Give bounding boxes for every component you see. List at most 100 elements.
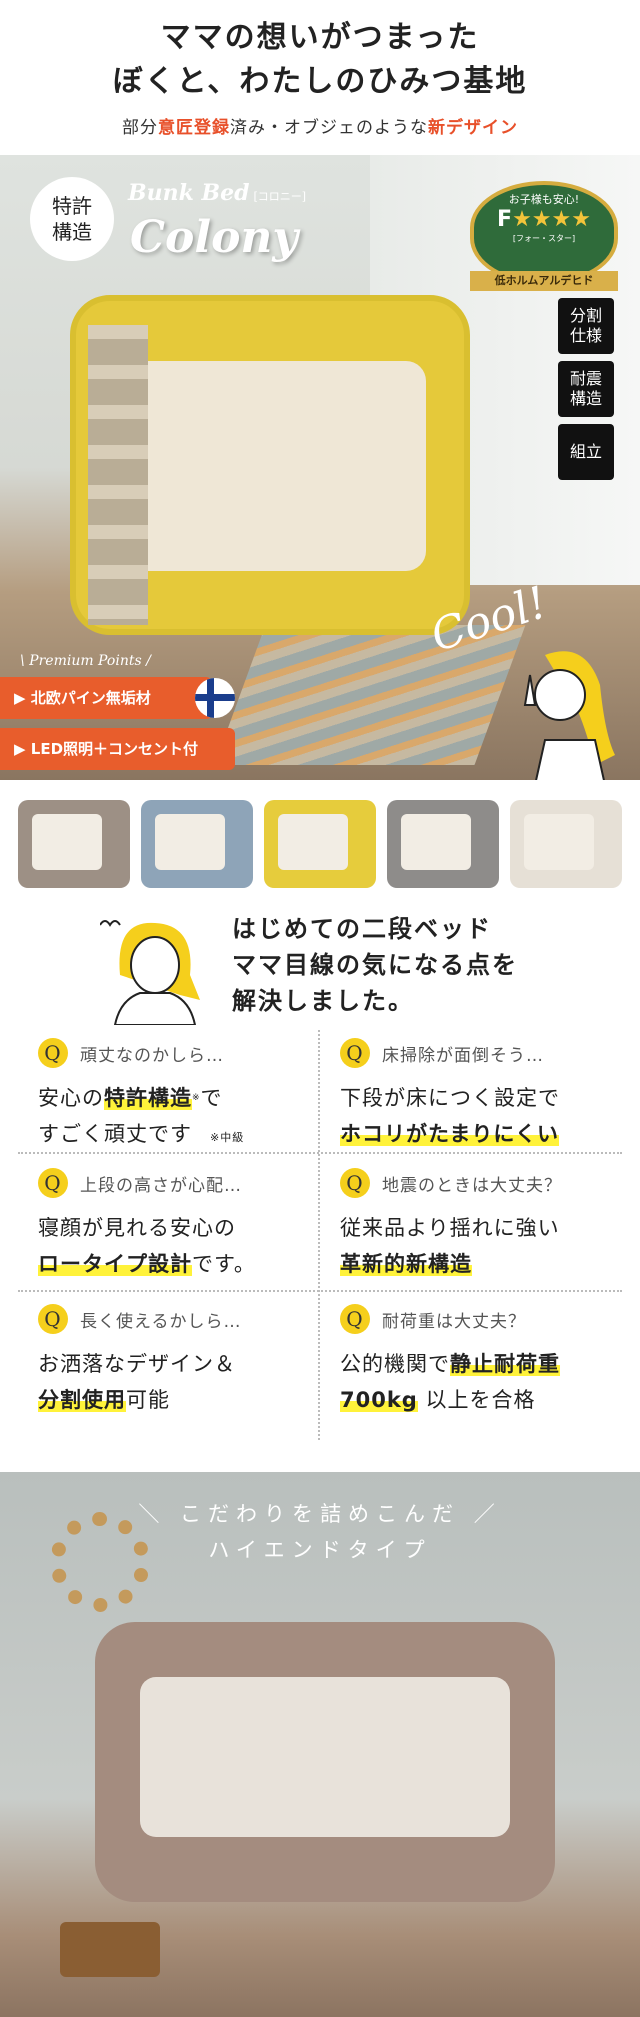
- point-led: ▶ LED照明＋コンセント付: [0, 728, 235, 770]
- feature-tags: 分割仕様 耐震構造 組立: [558, 298, 614, 487]
- divider: [318, 1030, 320, 1440]
- star-icons: ★★★★: [512, 207, 591, 232]
- question: 頑丈なのかしら…: [80, 1045, 224, 1066]
- answer-highlight: 特許構造: [104, 1086, 192, 1110]
- mama-l3: 解決しました。: [232, 987, 414, 1015]
- logo-kana: [コロニー]: [253, 190, 307, 203]
- mama-section: はじめての二段ベッドママ目線の気になる点を解決しました。: [0, 905, 640, 1030]
- footnote-mark: ※: [192, 1093, 201, 1103]
- question: 地震のときは大丈夫？: [382, 1175, 562, 1196]
- qa-height: Q 上段の高さが心配… 寝顔が見れる安心のロータイプ設計です。: [18, 1168, 318, 1282]
- logo-main: Colony: [130, 212, 298, 263]
- answer-text: 下段が床につく設定で: [340, 1086, 560, 1110]
- badge-ribbon: 低ホルムアルデヒド: [470, 271, 618, 291]
- answer-text: 以上を合格: [417, 1388, 536, 1412]
- color-variations: [18, 800, 622, 888]
- tag-assembly: 組立: [558, 424, 614, 480]
- sub-highlight: 意匠登録: [158, 118, 230, 138]
- qa-longevity: Q 長く使えるかしら… お洒落なデザイン＆ 分割使用可能: [18, 1304, 318, 1418]
- question: 上段の高さが心配…: [80, 1175, 242, 1196]
- answer-text: です。: [192, 1252, 256, 1276]
- answer-highlight: 静止耐荷重: [450, 1352, 560, 1376]
- q-icon: Q: [38, 1168, 68, 1198]
- answer-highlight: 革新的新構造: [340, 1252, 472, 1276]
- answer-highlight: ロータイプ設計: [38, 1252, 192, 1276]
- sub-text: 済み・オブジェのような: [230, 118, 428, 138]
- color-blue[interactable]: [141, 800, 253, 888]
- answer-text: すごく頑丈です: [38, 1122, 192, 1146]
- slash-right: ／: [473, 1502, 502, 1526]
- answer-text: 従来品より揺れに強い: [340, 1216, 560, 1240]
- ladder-image: [88, 325, 148, 625]
- answer: 寝顔が見れる安心のロータイプ設計です。: [38, 1210, 318, 1282]
- answer-text: 可能: [126, 1388, 170, 1412]
- color-white[interactable]: [510, 800, 622, 888]
- q-icon: Q: [340, 1038, 370, 1068]
- qa-sturdy: Q 頑丈なのかしら… 安心の特許構造※ですごく頑丈です ※中級: [18, 1038, 318, 1156]
- question: 長く使えるかしら…: [80, 1311, 242, 1332]
- answer-text: 寝顔が見れる安心の: [38, 1216, 236, 1240]
- answer: お洒落なデザイン＆ 分割使用可能: [38, 1346, 318, 1418]
- answer-text: 公的機関で: [340, 1352, 450, 1376]
- worried-mom-illustration-icon: [100, 920, 200, 1025]
- color-gray[interactable]: [387, 800, 499, 888]
- qa-load: Q 耐荷重は大丈夫？ 公的機関で静止耐荷重 700kg 以上を合格: [320, 1304, 620, 1418]
- woman-illustration-icon: [523, 651, 615, 780]
- header: ママの想いがつまったぼくと、わたしのひみつ基地 部分意匠登録済み・オブジェのよう…: [0, 0, 640, 155]
- f-four-star-badge: お子様も安心! F★★★★ [フォー・スター] 低ホルムアルデヒド: [470, 181, 618, 291]
- logo-small-text: Bunk Bed: [128, 180, 250, 206]
- slash-left: ＼: [138, 1502, 167, 1526]
- sub-text: 部分: [122, 118, 158, 138]
- hero-image: 特許構造 Bunk Bed[コロニー] Colony お子様も安心! F★★★★…: [0, 155, 640, 780]
- q-icon: Q: [38, 1304, 68, 1334]
- qa-earthquake: Q 地震のときは大丈夫？ 従来品より揺れに強い革新的新構造: [320, 1168, 620, 1282]
- qa-cleaning: Q 床掃除が面倒そう… 下段が床につく設定でホコリがたまりにくい: [320, 1038, 620, 1152]
- question: 床掃除が面倒そう…: [382, 1045, 544, 1066]
- answer-text: 安心の: [38, 1086, 104, 1110]
- answer: 安心の特許構造※ですごく頑丈です ※中級: [38, 1080, 318, 1156]
- bunk-bed-greige-image: [95, 1622, 555, 1902]
- mama-heading: はじめての二段ベッドママ目線の気になる点を解決しました。: [232, 911, 518, 1019]
- color-greige[interactable]: [18, 800, 130, 888]
- highend-image: ＼ こだわりを詰めこんだ ／ ハイエンドタイプ: [0, 1472, 640, 2017]
- headline-line2: ぼくと、わたしのひみつ基地: [112, 64, 528, 99]
- mama-l2: ママ目線の気になる点を: [232, 951, 518, 979]
- answer: 従来品より揺れに強い革新的新構造: [340, 1210, 620, 1282]
- answer-highlight: 分割使用: [38, 1388, 126, 1412]
- color-yellow[interactable]: [264, 800, 376, 888]
- answer: 下段が床につく設定でホコリがたまりにくい: [340, 1080, 620, 1152]
- sub-highlight: 新デザイン: [428, 118, 518, 138]
- qa-grid: Q 頑丈なのかしら… 安心の特許構造※ですごく頑丈です ※中級 Q 床掃除が面倒そう……: [18, 1030, 622, 1440]
- answer-text: お洒落なデザイン＆: [38, 1352, 236, 1376]
- mama-l1: はじめての二段ベッド: [232, 915, 492, 943]
- patent-l2: 構造: [52, 220, 92, 244]
- question: 耐荷重は大丈夫？: [382, 1311, 526, 1332]
- highend-l2: ハイエンドタイプ: [208, 1538, 432, 1562]
- highend-title: ＼ こだわりを詰めこんだ ／ ハイエンドタイプ: [0, 1496, 640, 1568]
- badge-grade: F: [497, 207, 513, 232]
- finland-flag-icon: [195, 678, 235, 718]
- divider: [18, 1290, 622, 1292]
- q-icon: Q: [340, 1304, 370, 1334]
- answer-highlight: 700kg: [340, 1388, 418, 1412]
- badge-top: お子様も安心!: [508, 193, 580, 206]
- answer: 公的機関で静止耐荷重 700kg 以上を合格: [340, 1346, 620, 1418]
- tag-quake: 耐震構造: [558, 361, 614, 417]
- divider: [18, 1152, 622, 1154]
- logo-small: Bunk Bed[コロニー]: [128, 179, 306, 211]
- highend-l1: こだわりを詰めこんだ: [180, 1502, 460, 1526]
- answer-highlight: ホコリがたまりにくい: [340, 1122, 559, 1146]
- subheadline: 部分意匠登録済み・オブジェのような新デザイン: [0, 116, 640, 140]
- headline: ママの想いがつまったぼくと、わたしのひみつ基地: [0, 16, 640, 104]
- q-icon: Q: [38, 1038, 68, 1068]
- footnote: ※中級: [210, 1131, 245, 1144]
- headline-line1: ママの想いがつまった: [160, 20, 480, 55]
- patent-l1: 特許: [52, 194, 92, 218]
- badge-reading: [フォー・スター]: [512, 234, 576, 243]
- q-icon: Q: [340, 1168, 370, 1198]
- point-pine: ▶ 北欧パイン無垢材: [0, 677, 212, 719]
- answer-text: で: [200, 1086, 223, 1110]
- premium-points-label: \ Premium Points /: [20, 653, 151, 669]
- basket-image: [60, 1922, 160, 1977]
- patent-badge: 特許構造: [30, 177, 114, 261]
